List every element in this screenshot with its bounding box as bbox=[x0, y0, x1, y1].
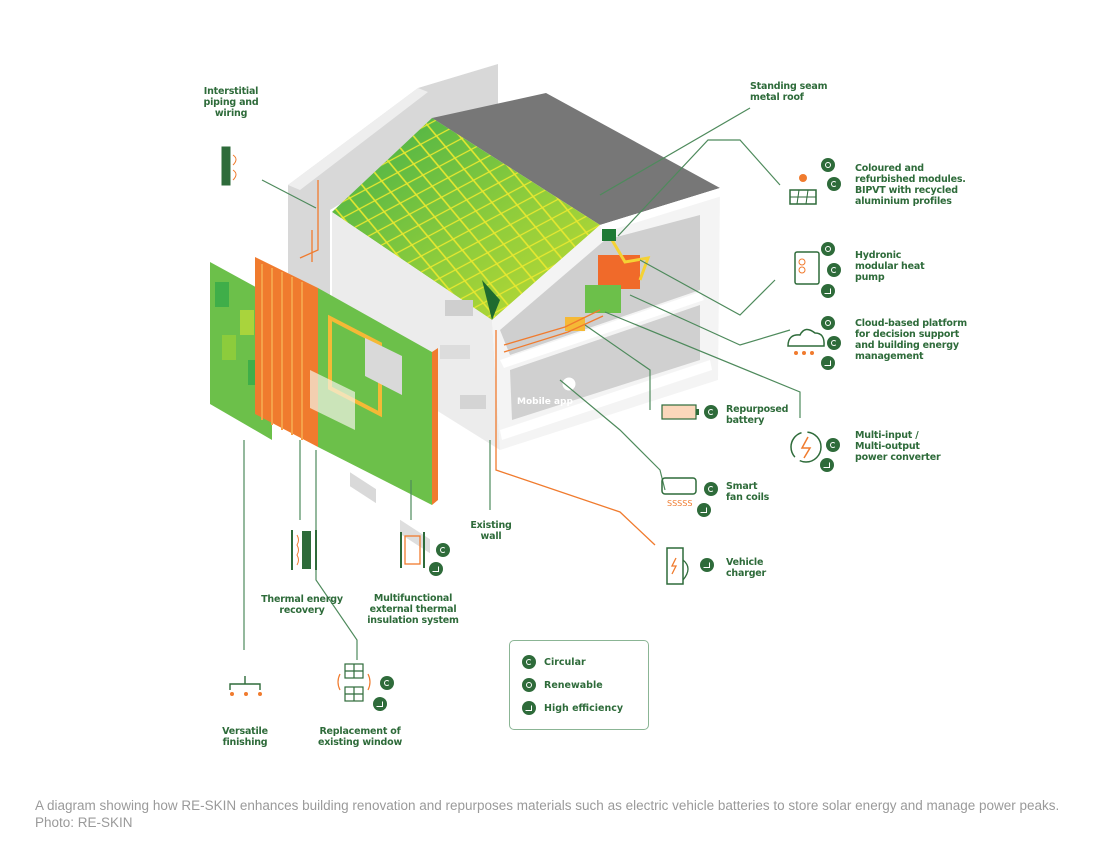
solar-panel-icon bbox=[789, 174, 817, 205]
power-converter-icon bbox=[790, 431, 822, 463]
label-window-replacement: Replacement of existing window bbox=[317, 726, 403, 748]
label-thermal-energy-recovery: Thermal energy recovery bbox=[261, 594, 343, 616]
label-repurposed-battery: Repurposed battery bbox=[726, 404, 789, 426]
back-gable-wall bbox=[288, 64, 498, 420]
svg-text:SSSSS: SSSSS bbox=[667, 499, 692, 508]
high-efficiency-badge bbox=[821, 356, 835, 370]
thermal-recovery-icon bbox=[291, 530, 317, 570]
label-heat-pump: Hydronic modular heat pump bbox=[855, 250, 925, 283]
window-frame bbox=[328, 314, 382, 418]
renewable-badge bbox=[821, 316, 835, 330]
circular-icon bbox=[522, 655, 536, 669]
circular-badge bbox=[436, 543, 450, 557]
battery-box bbox=[565, 317, 585, 331]
standing-seam-roof bbox=[432, 93, 720, 225]
high-efficiency-badge bbox=[700, 558, 714, 572]
circular-badge bbox=[827, 263, 841, 277]
legend: Circular Renewable High efficiency bbox=[509, 640, 649, 730]
label-standing-seam-roof: Standing seam metal roof bbox=[750, 81, 828, 103]
label-vehicle-charger: Vehicle charger bbox=[726, 557, 767, 579]
label-smart-fan-coils: Smart fan coils bbox=[726, 481, 770, 503]
label-cloud-platform: Cloud-based platform for decision suppor… bbox=[855, 318, 967, 362]
thermal-recovery-panel bbox=[255, 257, 318, 447]
finishing-icon bbox=[229, 676, 262, 696]
bipvt-roof-panels bbox=[332, 118, 600, 320]
reskin-diagram: Mobile app bbox=[203, 64, 967, 748]
label-insulation-system: Multifunctional external thermal insulat… bbox=[367, 593, 459, 626]
label-power-converter: Multi-input / Multi-output power convert… bbox=[855, 430, 941, 463]
legend-label: High efficiency bbox=[544, 702, 624, 714]
vehicle-charger-icon bbox=[666, 547, 689, 585]
circular-badge bbox=[380, 676, 394, 690]
high-efficiency-badge bbox=[821, 284, 835, 298]
renewable-badge bbox=[821, 242, 835, 256]
heat-pump-icon bbox=[794, 251, 820, 285]
converter-box bbox=[585, 285, 621, 313]
insulation-icon bbox=[400, 532, 425, 568]
pv-inverter-box bbox=[602, 229, 616, 241]
legend-item-high-efficiency: High efficiency bbox=[522, 700, 623, 716]
electrical-wiring bbox=[299, 180, 656, 546]
mobile-app-label: Mobile app bbox=[517, 397, 574, 407]
mobile-app-icon bbox=[561, 376, 577, 392]
legend-label: Circular bbox=[544, 656, 586, 668]
renewable-icon bbox=[522, 678, 536, 692]
label-versatile-finishing: Versatile finishing bbox=[222, 726, 268, 748]
circular-badge bbox=[827, 336, 841, 350]
battery-icon bbox=[661, 404, 699, 420]
legend-item-renewable: Renewable bbox=[522, 677, 603, 693]
image-caption: A diagram showing how RE-SKIN enhances b… bbox=[35, 798, 1060, 830]
facade-layers bbox=[210, 257, 438, 505]
legend-label: Renewable bbox=[544, 679, 603, 691]
circular-badge bbox=[704, 405, 718, 419]
label-interstitial-piping: Interstitial piping and wiring bbox=[203, 86, 259, 119]
insulation-panel bbox=[318, 288, 432, 505]
high-efficiency-badge bbox=[820, 458, 834, 472]
high-efficiency-badge bbox=[429, 562, 443, 576]
window-replacement-icon bbox=[337, 663, 371, 702]
circular-badge bbox=[704, 482, 718, 496]
building-illustration: Mobile app bbox=[210, 64, 825, 702]
legend-item-circular: Circular bbox=[522, 654, 586, 670]
existing-wall bbox=[332, 212, 500, 554]
label-existing-wall: Existing wall bbox=[470, 520, 512, 542]
label-bipvt-modules: Coloured and refurbished modules. BIPVT … bbox=[855, 163, 966, 207]
fan-coil-icon: SSSSS bbox=[661, 477, 697, 508]
circular-badge bbox=[826, 438, 840, 452]
cloud-icon bbox=[787, 328, 825, 355]
high-efficiency-badge bbox=[373, 697, 387, 711]
renewable-badge bbox=[821, 158, 835, 172]
interstitial-piping-icon bbox=[221, 146, 237, 186]
circular-badge bbox=[827, 177, 841, 191]
high-efficiency-icon bbox=[522, 701, 536, 715]
high-efficiency-badge bbox=[697, 503, 711, 517]
